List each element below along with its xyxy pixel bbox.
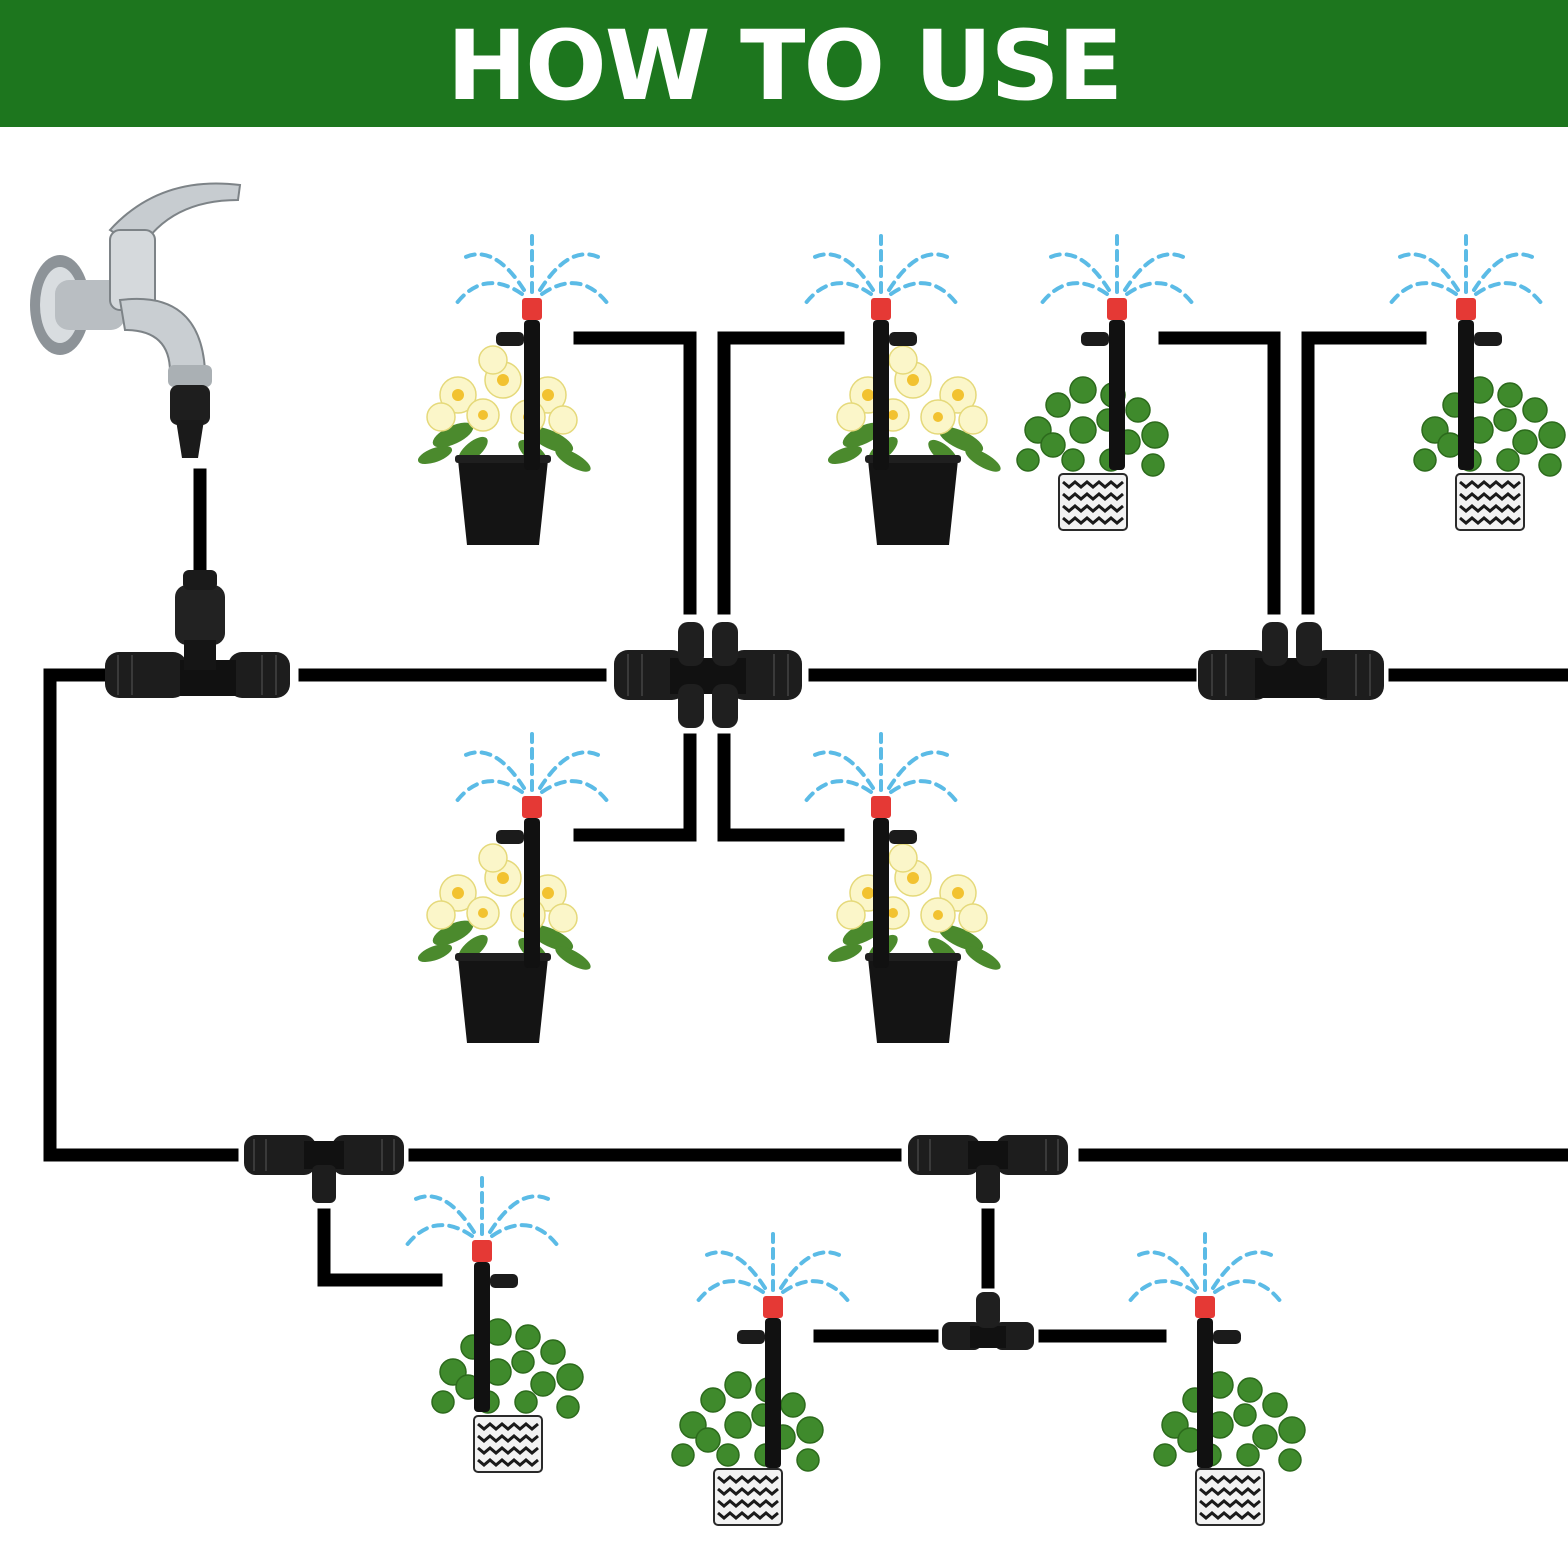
tee-connector-icon bbox=[907, 1134, 1069, 1204]
sprinkler-nozzle-icon bbox=[803, 234, 959, 472]
green-plant-pot-icon bbox=[670, 1370, 825, 1527]
faucet-icon bbox=[30, 182, 242, 458]
sprinkler-nozzle-icon bbox=[1039, 234, 1195, 472]
tubing bbox=[43, 331, 1568, 1343]
tee-connector-icon bbox=[105, 570, 290, 698]
header-banner: HOW TO USE bbox=[0, 0, 1568, 127]
irrigation-diagram bbox=[30, 182, 1568, 1527]
green-plant-pot-icon bbox=[1015, 375, 1170, 532]
green-plant-pot-icon bbox=[1412, 375, 1567, 532]
green-plant-pot-icon bbox=[430, 1317, 585, 1474]
flower-pot-icon bbox=[414, 345, 595, 546]
flower-pot-icon bbox=[414, 843, 595, 1044]
green-plant-pot-icon bbox=[1152, 1370, 1307, 1527]
sprinkler-nozzle-icon bbox=[695, 1232, 851, 1470]
flower-pot-icon bbox=[824, 345, 1005, 546]
four-way-connector-icon bbox=[614, 622, 802, 728]
sprinkler-nozzle-icon bbox=[803, 732, 959, 970]
sprinkler-nozzle-icon bbox=[454, 732, 610, 970]
two-way-connector-icon bbox=[1198, 622, 1384, 700]
tee-connector-icon bbox=[243, 1134, 405, 1204]
tee-connector-icon bbox=[942, 1292, 1034, 1350]
flower-pot-icon bbox=[824, 843, 1005, 1044]
sprinkler-nozzle-icon bbox=[454, 234, 610, 472]
page-title: HOW TO USE bbox=[446, 9, 1123, 122]
